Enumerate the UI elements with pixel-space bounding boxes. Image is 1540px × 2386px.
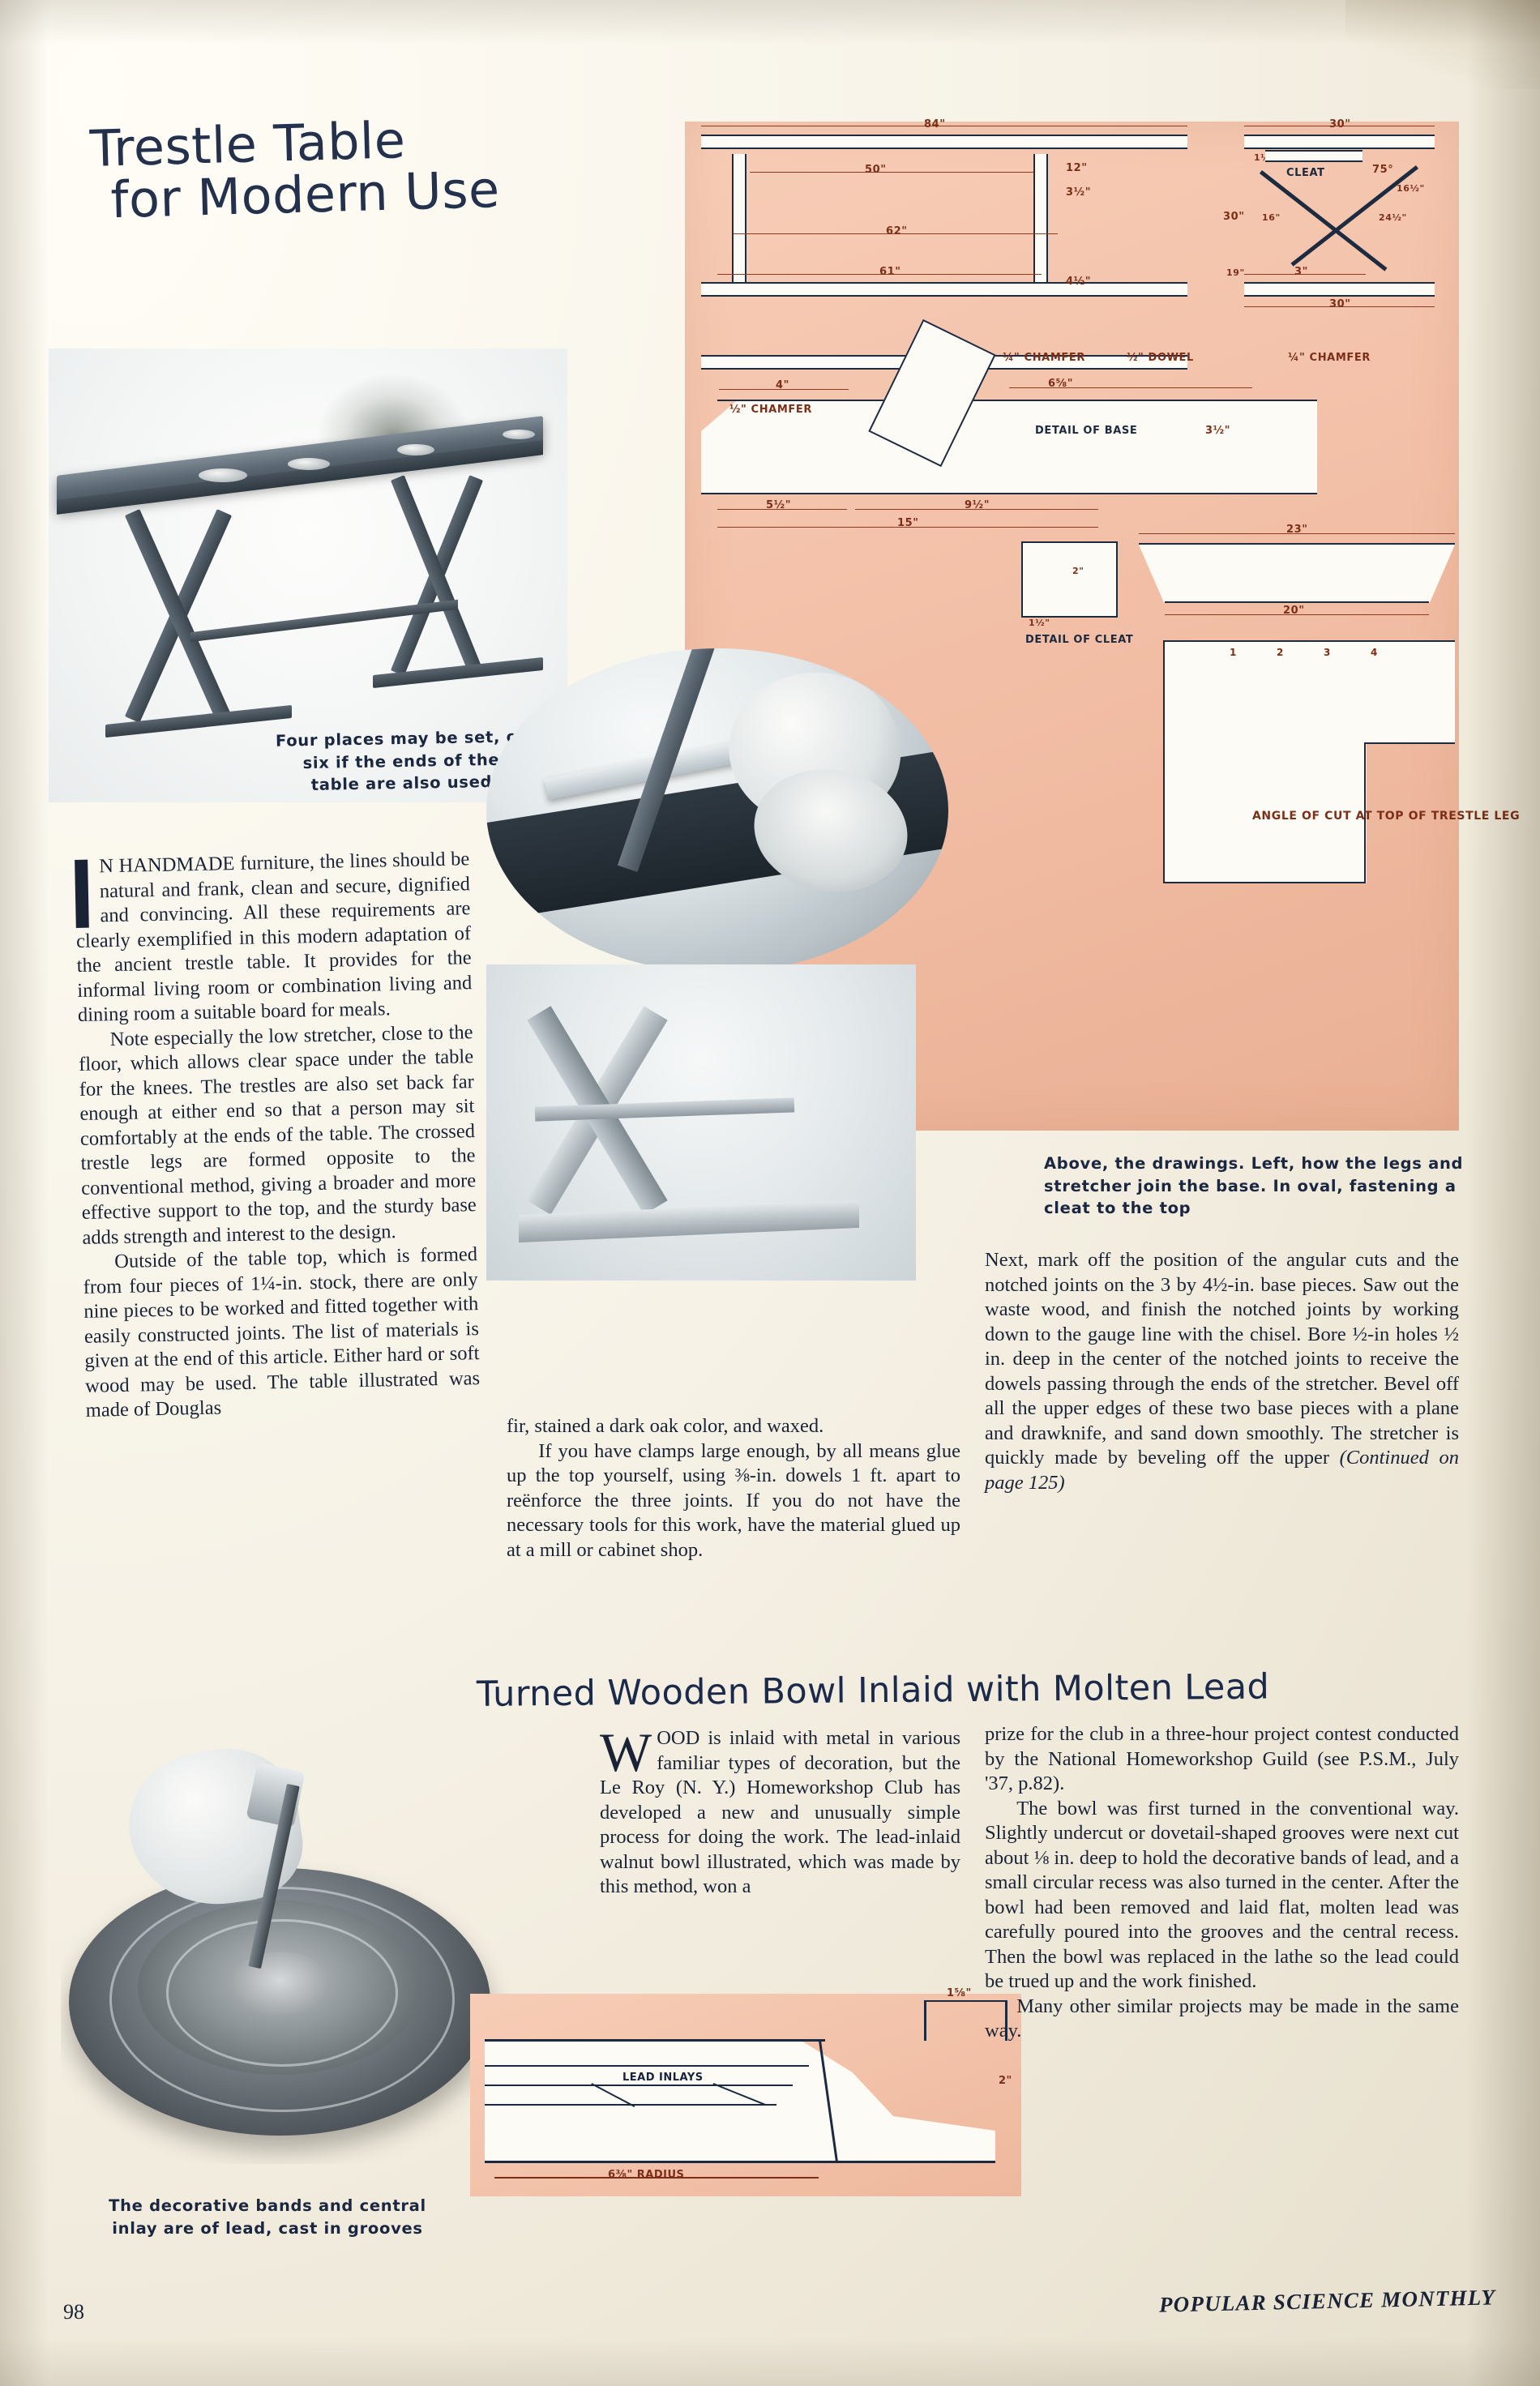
- article2-column-2: prize for the club in a three-hour proje…: [985, 1722, 1459, 2044]
- dim-9half: 9½": [965, 499, 990, 511]
- dim-30-height: 30": [1223, 211, 1245, 223]
- label-angle-of-cut: ANGLE OF CUT AT TOP OF TRESTLE LEG: [1252, 810, 1521, 823]
- drawing-top-rail: [701, 136, 1187, 148]
- drawing-end-top: [1244, 136, 1435, 148]
- dim-75deg: 75°: [1372, 164, 1394, 176]
- paragraph: Next, mark off the position of the angul…: [985, 1248, 1459, 1495]
- paragraph: Many other similar projects may be made …: [985, 1995, 1459, 2042]
- paragraph-text: Next, mark off the position of the angul…: [985, 1249, 1459, 1469]
- dim-30-top: 30": [1329, 118, 1351, 130]
- article1-column-2: fir, stained a dark oak color, and waxed…: [507, 1414, 960, 1563]
- dim-23: 23": [1286, 524, 1308, 536]
- page-title: Trestle Table for Modern Use: [89, 110, 545, 230]
- photo-legs-stretcher-base: [486, 964, 916, 1281]
- label-detail-of-cleat: DETAIL OF CLEAT: [1025, 634, 1134, 646]
- paragraph: fir, stained a dark oak color, and waxed…: [507, 1415, 824, 1437]
- photo-lead-inlaid-bowl: [61, 1734, 531, 2164]
- dim-12: 12": [1066, 162, 1088, 174]
- dim-24half: 24½": [1379, 212, 1407, 223]
- title-line-2: for Modern Use: [109, 160, 501, 230]
- magazine-name: POPULAR SCIENCE MONTHLY: [1158, 2285, 1496, 2317]
- angle-tick-3: 3: [1324, 647, 1331, 658]
- drop-cap-w: W: [600, 1721, 652, 1783]
- drawing-leg-left: [732, 154, 746, 284]
- dim-50: 50": [865, 164, 887, 176]
- label-half-dowel: ½" DOWEL: [1127, 352, 1194, 364]
- dim-30-bottom: 30": [1329, 298, 1351, 310]
- photo-trestle-table: [49, 348, 567, 802]
- page-number: 98: [63, 2300, 84, 2324]
- angle-tick-2: 2: [1277, 647, 1284, 658]
- label-detail-of-base: DETAIL OF BASE: [1035, 425, 1138, 437]
- label-quarter-chamfer-2: ¼" CHAMFER: [1288, 352, 1371, 364]
- article1-column-1: N HANDMADE furniture, the lines should b…: [75, 847, 481, 1423]
- dim-19: 3": [1294, 266, 1309, 278]
- technical-drawings-panel: 84" 50" 12" 3½" 62" 61" 4½" 30" 1½" CLEA…: [685, 118, 1520, 1131]
- dim-6-3-8-radius: 6⅜" RADIUS: [608, 2169, 685, 2181]
- dim-4half: 4½": [1066, 276, 1092, 288]
- caption-drawings: Above, the drawings. Left, how the legs …: [1044, 1154, 1464, 1218]
- dim-2-cleat: 2": [1072, 566, 1084, 576]
- paragraph: N HANDMADE furniture, the lines should b…: [75, 848, 473, 1026]
- label-quarter-chamfer: ¼" CHAMFER: [1003, 352, 1085, 364]
- bowl-section-drawing: 1⅝" 2" LEAD INLAYS 6⅜" RADIUS: [470, 1987, 1021, 2196]
- paragraph: Note especially the low stretcher, close…: [78, 1020, 477, 1249]
- drawing-cleat-end: [1021, 541, 1118, 618]
- dim-3half-base: 3½": [1205, 425, 1231, 437]
- dim-61: 61": [879, 266, 901, 278]
- drawing-cleat: [1265, 151, 1362, 161]
- dim-15: 15": [897, 517, 919, 529]
- paragraph: The bowl was first turned in the convent…: [985, 1797, 1459, 1993]
- drawing-bottom-rail: [701, 284, 1187, 295]
- dim-6-5-8: 6⅝": [1048, 378, 1074, 390]
- drawing-end-base: [1244, 284, 1435, 295]
- paragraph: prize for the club in a three-hour proje…: [985, 1723, 1459, 1794]
- drop-cap-i: [75, 859, 89, 928]
- photo-oval-cleat-fastening: [486, 648, 948, 973]
- dim-16half: 16½": [1397, 183, 1425, 194]
- angle-tick-4: 4: [1371, 647, 1378, 658]
- dim-2-bowl: 2": [999, 2075, 1012, 2087]
- drawing-cleat-plan: [1139, 545, 1455, 603]
- label-half-chamfer: ½" CHAMFER: [729, 404, 812, 416]
- continued-note: (Continued on page 125): [985, 1447, 1459, 1494]
- dim-4: 4": [776, 379, 790, 391]
- label-cleat: CLEAT: [1286, 167, 1325, 179]
- dim-1-5-8: 1⅝": [947, 1987, 972, 1999]
- page-corner-shading: [1345, 0, 1540, 89]
- dim-84: 84": [924, 118, 946, 130]
- dim-62: 62": [886, 225, 908, 237]
- dim-16: 16": [1262, 212, 1281, 223]
- paragraph: Outside of the table top, which is forme…: [83, 1243, 481, 1422]
- dim-1half-cleat: 1½": [1029, 618, 1050, 628]
- label-lead-inlays: LEAD INLAYS: [622, 2072, 704, 2084]
- drawing-leg-right: [1033, 154, 1048, 284]
- dim-3-height: 19": [1226, 267, 1245, 278]
- angle-tick-1: 1: [1230, 647, 1237, 658]
- article1-column-3: Next, mark off the position of the angul…: [985, 1248, 1459, 1495]
- caption-bowl-photo: The decorative bands and central inlay a…: [109, 2196, 426, 2238]
- drawing-base-block: [701, 400, 1317, 494]
- drawing-angle-block: [1164, 640, 1455, 883]
- dim-5half: 5½": [766, 499, 792, 511]
- paragraph-text: OOD is inlaid with metal in various fami…: [600, 1727, 960, 1897]
- article2-title: Turned Wooden Bowl Inlaid with Molten Le…: [476, 1666, 1270, 1715]
- paragraph: If you have clamps large enough, by all …: [507, 1439, 960, 1561]
- dim-3half: 3½": [1066, 186, 1092, 199]
- dim-20: 20": [1283, 605, 1305, 617]
